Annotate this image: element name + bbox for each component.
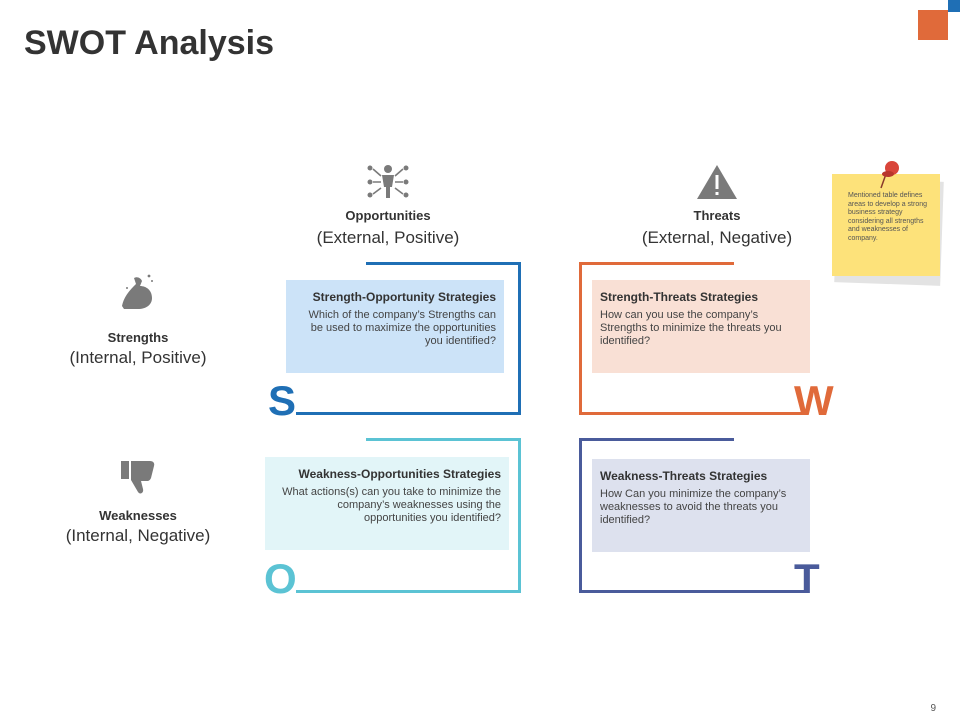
st-title: Strength-Threats Strategies bbox=[600, 290, 759, 304]
sticky-note: Mentioned table defines areas to develop… bbox=[832, 161, 944, 286]
corner-accent-orange bbox=[918, 10, 948, 40]
so-frame-top bbox=[366, 262, 521, 415]
threats-label: Threats bbox=[693, 208, 741, 223]
st-strategy-box: Strength-Threats Strategies How can you … bbox=[592, 280, 810, 373]
sticky-note-text: Mentioned table defines areas to develop… bbox=[848, 192, 927, 242]
thumbs-down-icon bbox=[121, 461, 155, 494]
letter-s: S bbox=[268, 377, 297, 424]
opportunities-label: Opportunities bbox=[345, 208, 431, 223]
warning-triangle-icon bbox=[697, 165, 737, 199]
wt-frame-bottom bbox=[579, 590, 804, 593]
corner-accent-blue bbox=[948, 0, 960, 12]
wo-strategy-box: Weakness-Opportunities Strategies What a… bbox=[265, 457, 509, 550]
wo-frame-top bbox=[366, 438, 521, 593]
people-network-icon bbox=[367, 165, 409, 198]
wo-title: Weakness-Opportunities Strategies bbox=[298, 467, 502, 481]
so-strategy-box: Strength-Opportunity Strategies Which of… bbox=[286, 280, 504, 373]
wt-frame-top bbox=[579, 438, 734, 593]
wo-text: What actions(s) can you take to minimize… bbox=[282, 486, 501, 524]
wt-title: Weakness-Threats Strategies bbox=[600, 469, 768, 483]
strengths-label: Strengths bbox=[107, 330, 169, 345]
page-title: SWOT Analysis bbox=[24, 24, 275, 62]
sticky-note-paper: Mentioned table defines areas to develop… bbox=[832, 174, 940, 276]
letter-t: T bbox=[794, 555, 820, 602]
flexed-arm-icon bbox=[122, 274, 153, 309]
st-frame-bottom bbox=[579, 412, 804, 415]
so-frame-bottom bbox=[296, 412, 521, 415]
strengths-sub: (Internal, Positive) bbox=[69, 348, 207, 367]
opportunities-sub: (External, Positive) bbox=[316, 228, 460, 247]
wt-strategy-box: Weakness-Threats Strategies How Can you … bbox=[592, 459, 810, 552]
wo-frame-bottom bbox=[296, 590, 521, 593]
wt-text: How Can you minimize the company’s weakn… bbox=[600, 488, 787, 526]
pushpin-icon bbox=[880, 161, 899, 189]
st-text: How can you use the company’s Strengths … bbox=[600, 309, 782, 347]
threats-sub: (External, Negative) bbox=[641, 228, 793, 247]
weaknesses-sub: (Internal, Negative) bbox=[65, 526, 211, 545]
st-frame-top bbox=[579, 262, 734, 415]
letter-o: O bbox=[264, 555, 297, 602]
page-number: 9 bbox=[930, 703, 936, 714]
letter-w: W bbox=[794, 377, 834, 424]
so-title: Strength-Opportunity Strategies bbox=[312, 290, 496, 304]
weaknesses-label: Weaknesses bbox=[99, 508, 177, 523]
so-text: Which of the company’s Strengths can be … bbox=[308, 309, 496, 347]
